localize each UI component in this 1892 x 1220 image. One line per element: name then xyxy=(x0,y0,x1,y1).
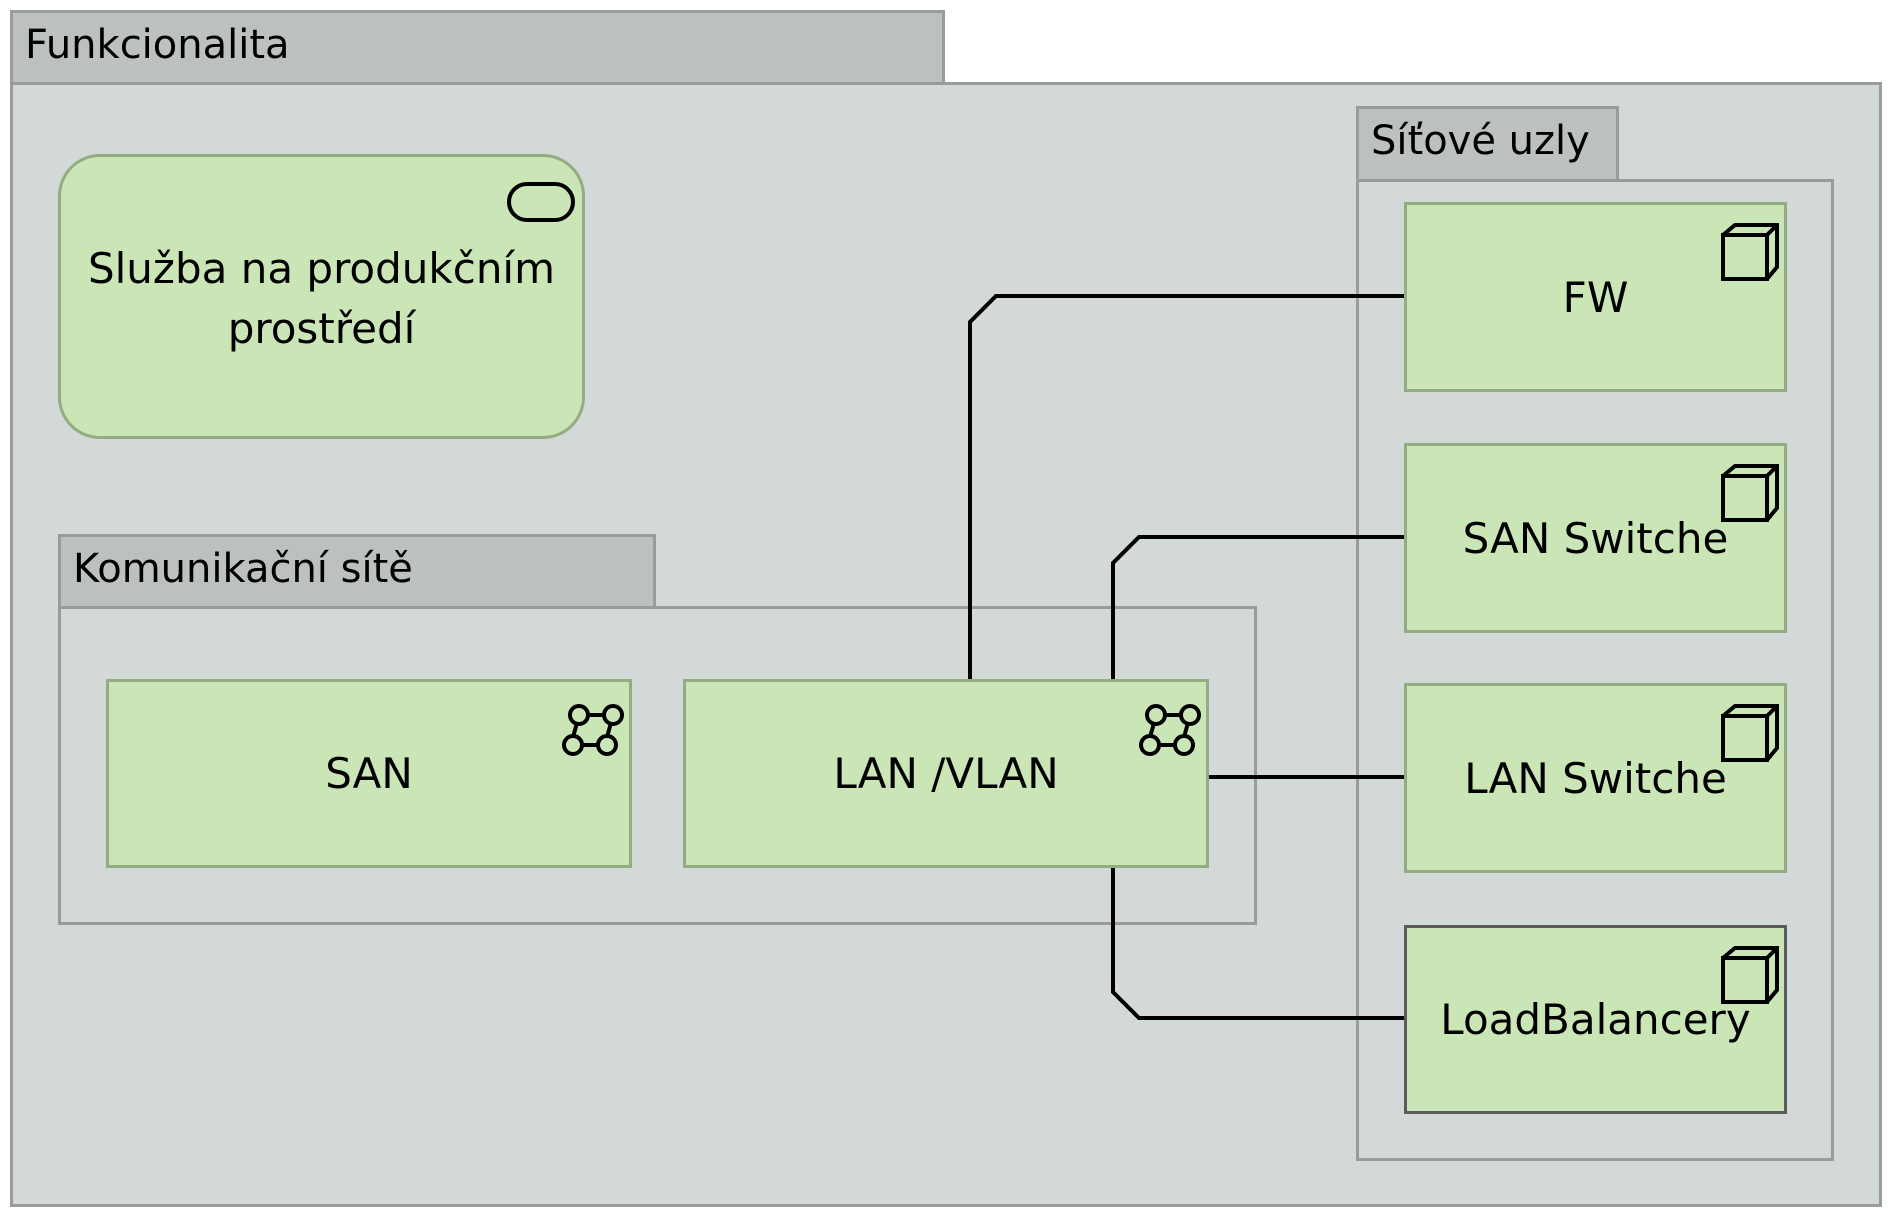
node-label: LAN Switche xyxy=(1464,753,1727,803)
communication-network-icon xyxy=(562,704,624,756)
node-icon xyxy=(1721,223,1779,281)
node-fw[interactable]: FW xyxy=(1404,202,1787,392)
service-label: Služba na produkčním prostředí xyxy=(87,244,556,353)
node-icon xyxy=(1721,464,1779,522)
network-lan-vlan[interactable]: LAN /VLAN xyxy=(683,679,1209,868)
node-icon xyxy=(1721,946,1779,1004)
group-sitove-uzly[interactable] xyxy=(1356,179,1834,1161)
node-icon xyxy=(1721,704,1779,762)
group-label-sitove-uzly: Síťové uzly xyxy=(1371,118,1590,164)
network-san[interactable]: SAN xyxy=(106,679,632,868)
node-label: SAN Switche xyxy=(1462,513,1729,563)
group-tab-komunikacni-site[interactable]: Komunikační sítě xyxy=(58,534,656,609)
group-tab-funkcionalita[interactable]: Funkcionalita xyxy=(10,10,945,85)
business-service-element[interactable]: Služba na produkčním prostředí xyxy=(58,154,585,439)
connector-lan-fw[interactable] xyxy=(968,294,1404,679)
group-komunikacni-site[interactable] xyxy=(58,606,1257,925)
node-label: LoadBalancery xyxy=(1440,995,1751,1044)
node-san-switche[interactable]: SAN Switche xyxy=(1404,443,1787,633)
communication-network-icon xyxy=(1139,704,1201,756)
connector-lan-san-switche[interactable] xyxy=(1111,535,1404,679)
node-loadbalancery[interactable]: LoadBalancery xyxy=(1404,925,1787,1114)
node-lan-switche[interactable]: LAN Switche xyxy=(1404,683,1787,873)
group-label-komunikacni-site: Komunikační sítě xyxy=(73,546,413,592)
group-label-funkcionalita: Funkcionalita xyxy=(25,22,290,68)
network-label: SAN xyxy=(325,749,413,798)
connector-lan-loadbalancery[interactable] xyxy=(1111,868,1404,1020)
group-tab-sitove-uzly[interactable]: Síťové uzly xyxy=(1356,106,1619,182)
network-label: LAN /VLAN xyxy=(833,749,1059,798)
business-service-icon xyxy=(507,182,575,222)
node-label: FW xyxy=(1562,272,1629,322)
